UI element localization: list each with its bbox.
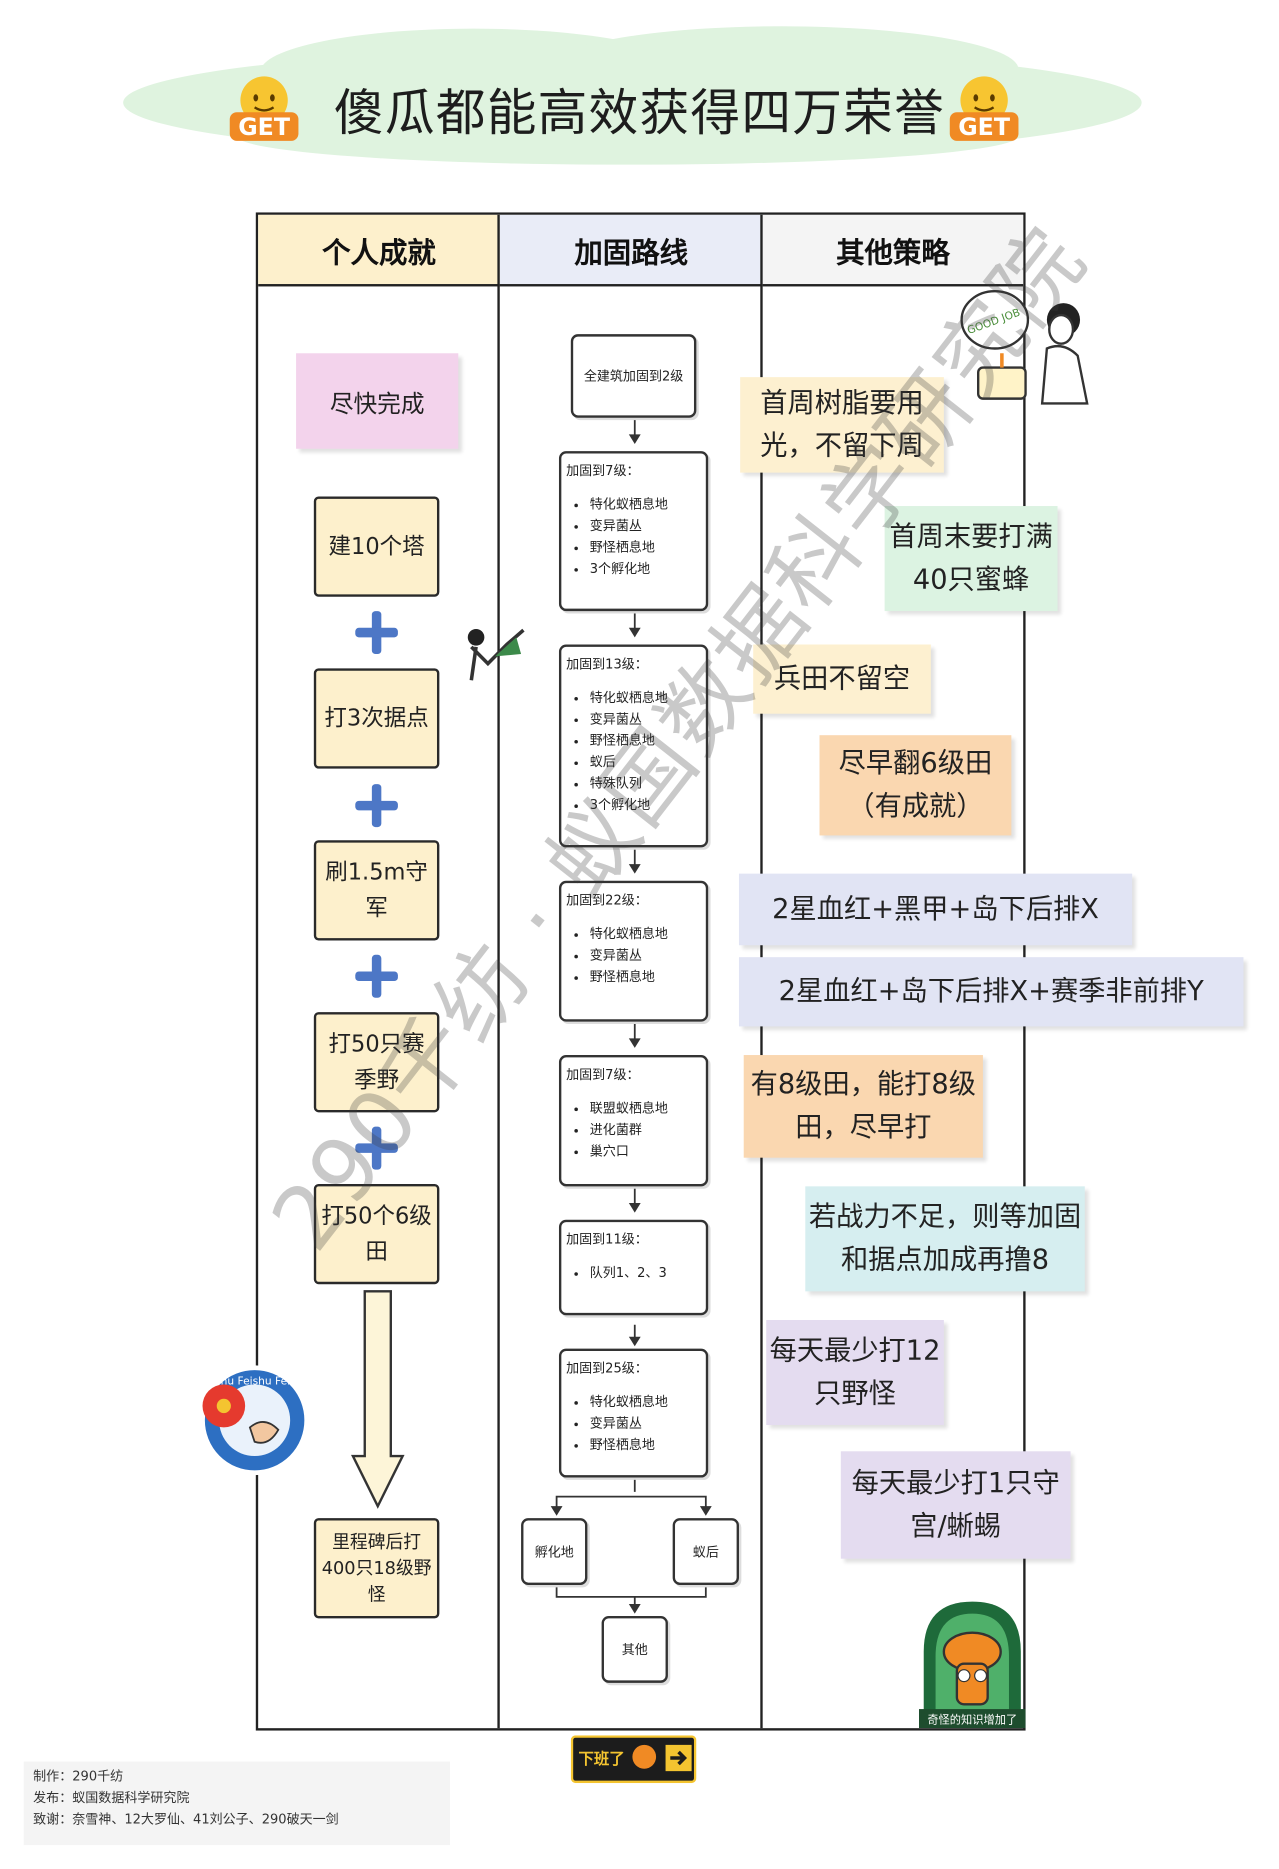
achievement-first-note: 尽快完成 xyxy=(296,353,459,449)
flow-item: 特化蚁栖息地 xyxy=(590,1392,706,1413)
flow-stage-label: 加固到22级： xyxy=(566,892,648,909)
column-divider xyxy=(497,214,500,1729)
flow-branch-right-label: 蚁后 xyxy=(692,1544,719,1560)
flow-item: 变异菌丛 xyxy=(590,516,706,537)
good-job-sticker-icon: GOOD JOB xyxy=(960,290,1089,405)
title-cloud xyxy=(123,26,1142,165)
flow-branch-right: 蚁后 xyxy=(672,1518,739,1585)
strategy-note: 首周树脂要用光，不留下周 xyxy=(740,377,944,473)
strategy-table: 个人成就 加固路线 其他策略 xyxy=(255,212,1026,1731)
plus-icon xyxy=(353,1124,400,1172)
person-climbing-sticker-icon xyxy=(467,628,525,681)
achievement-step: 打50只赛季野 xyxy=(313,1012,440,1113)
strategy-note: 首周末要打满40只蜜蜂 xyxy=(884,506,1058,612)
flow-stage: 加固到22级： 特化蚁栖息地变异菌丛野怪栖息地 xyxy=(558,880,709,1022)
flow-start-label: 全建筑加固到2级 xyxy=(583,368,684,385)
flow-item: 3个孵化地 xyxy=(590,795,706,816)
strategy-note: 兵田不留空 xyxy=(753,644,931,714)
strategy-note: 若战力不足，则等加固和据点加成再撸8 xyxy=(805,1186,1085,1292)
page-title: 傻瓜都能高效获得四万荣誉 xyxy=(333,83,946,143)
flow-item: 野怪栖息地 xyxy=(590,1435,706,1456)
down-arrow-icon xyxy=(350,1290,405,1509)
flow-item: 变异菌丛 xyxy=(590,1413,706,1434)
flow-item: 变异菌丛 xyxy=(590,945,706,966)
flow-stage-label: 加固到7级： xyxy=(566,463,640,479)
flow-item: 野怪栖息地 xyxy=(590,967,706,988)
flow-stage: 加固到11级： 队列1、2、3 xyxy=(558,1219,709,1316)
strategy-note: 尽早翻6级田（有成就） xyxy=(819,735,1012,836)
achievement-step: 刷1.5m守军 xyxy=(313,840,440,941)
feishu-text: Feishu Feishu Feishu xyxy=(200,1374,309,1387)
credit-line: 制作：290千纺 xyxy=(33,1768,124,1785)
plus-icon xyxy=(353,782,400,830)
strategy-note: 有8级田，能打8级田，尽早打 xyxy=(743,1055,983,1158)
flow-stage: 加固到13级： 特化蚁栖息地变异菌丛野怪栖息地蚁后特殊队列3个孵化地 xyxy=(558,644,709,848)
flow-branch-left: 孵化地 xyxy=(521,1518,588,1585)
plus-icon xyxy=(353,952,400,1000)
flow-stage: 加固到7级： 特化蚁栖息地变异菌丛野怪栖息地3个孵化地 xyxy=(558,451,709,612)
flow-item: 特化蚁栖息地 xyxy=(590,687,706,708)
feishu-badge-icon: Feishu Feishu Feishu xyxy=(200,1365,309,1476)
get-badge-text: GET xyxy=(958,113,1011,141)
flow-item: 进化菌群 xyxy=(590,1119,706,1140)
flow-stage: 加固到7级： 联盟蚁栖息地进化菌群巢穴口 xyxy=(558,1055,709,1187)
flow-item: 3个孵化地 xyxy=(590,559,706,580)
strategy-note: 每天最少打12只野怪 xyxy=(766,1320,944,1426)
flow-stage-label: 加固到7级： xyxy=(566,1066,640,1083)
flow-end-label: 其他 xyxy=(621,1642,648,1658)
credit-line: 发布：蚁国数据科学研究院 xyxy=(33,1790,190,1806)
flow-stage-label: 加固到13级： xyxy=(566,656,648,672)
credit-line: 致谢：奈雪神、12大罗仙、41刘公子、290破天一剑 xyxy=(33,1811,339,1828)
flow-stage: 加固到25级： 特化蚁栖息地变异菌丛野怪栖息地 xyxy=(558,1348,709,1478)
flow-end: 其他 xyxy=(601,1615,668,1683)
strategy-note: 2星血红+黑甲+岛下后排X xyxy=(738,873,1133,946)
knowledge-mushroom-sticker-icon: 奇怪的知识增加了 xyxy=(918,1601,1026,1729)
get-emoji-right-icon: GET xyxy=(949,76,1019,141)
flow-item: 联盟蚁栖息地 xyxy=(590,1098,706,1119)
column-header-strategies: 其他策略 xyxy=(762,214,1024,287)
flow-item: 特殊队列 xyxy=(590,773,706,794)
plus-icon xyxy=(353,609,400,657)
flow-item: 特化蚁栖息地 xyxy=(590,924,706,945)
flow-item: 巢穴口 xyxy=(590,1141,706,1162)
achievement-step: 打3次据点 xyxy=(313,668,440,769)
flow-item: 野怪栖息地 xyxy=(590,730,706,751)
strategy-note: 2星血红+岛下后排X+赛季非前排Y xyxy=(738,957,1244,1027)
knowledge-text: 奇怪的知识增加了 xyxy=(927,1712,1017,1726)
strategy-note: 每天最少打1只守宫/蜥蜴 xyxy=(840,1451,1071,1559)
flow-item: 野怪栖息地 xyxy=(590,537,706,558)
flow-item: 蚁后 xyxy=(590,752,706,773)
flow-stage-label: 加固到25级： xyxy=(566,1360,648,1377)
achievement-step: 建10个塔 xyxy=(313,496,440,597)
get-badge-text: GET xyxy=(238,113,291,141)
xiaban-sticker-icon: 下班了 xyxy=(570,1735,697,1784)
column-header-route: 加固路线 xyxy=(499,214,763,287)
flow-connectors xyxy=(550,417,712,1614)
flow-item: 队列1、2、3 xyxy=(590,1263,706,1284)
flow-item: 变异菌丛 xyxy=(590,709,706,730)
flow-branch-left-label: 孵化地 xyxy=(534,1544,574,1560)
flow-start: 全建筑加固到2级 xyxy=(570,334,697,418)
flow-stage-label: 加固到11级： xyxy=(566,1231,648,1248)
xiaban-text: 下班了 xyxy=(579,1749,625,1768)
credits-footer: 制作：290千纺 发布：蚁国数据科学研究院 致谢：奈雪神、12大罗仙、41刘公子… xyxy=(23,1761,451,1846)
achievement-step: 打50个6级田 xyxy=(313,1183,440,1285)
column-header-achievements: 个人成就 xyxy=(258,214,500,287)
achievement-final: 里程碑后打400只18级野怪 xyxy=(313,1518,440,1619)
flow-item: 特化蚁栖息地 xyxy=(590,494,706,515)
get-emoji-left-icon: GET xyxy=(229,76,299,141)
